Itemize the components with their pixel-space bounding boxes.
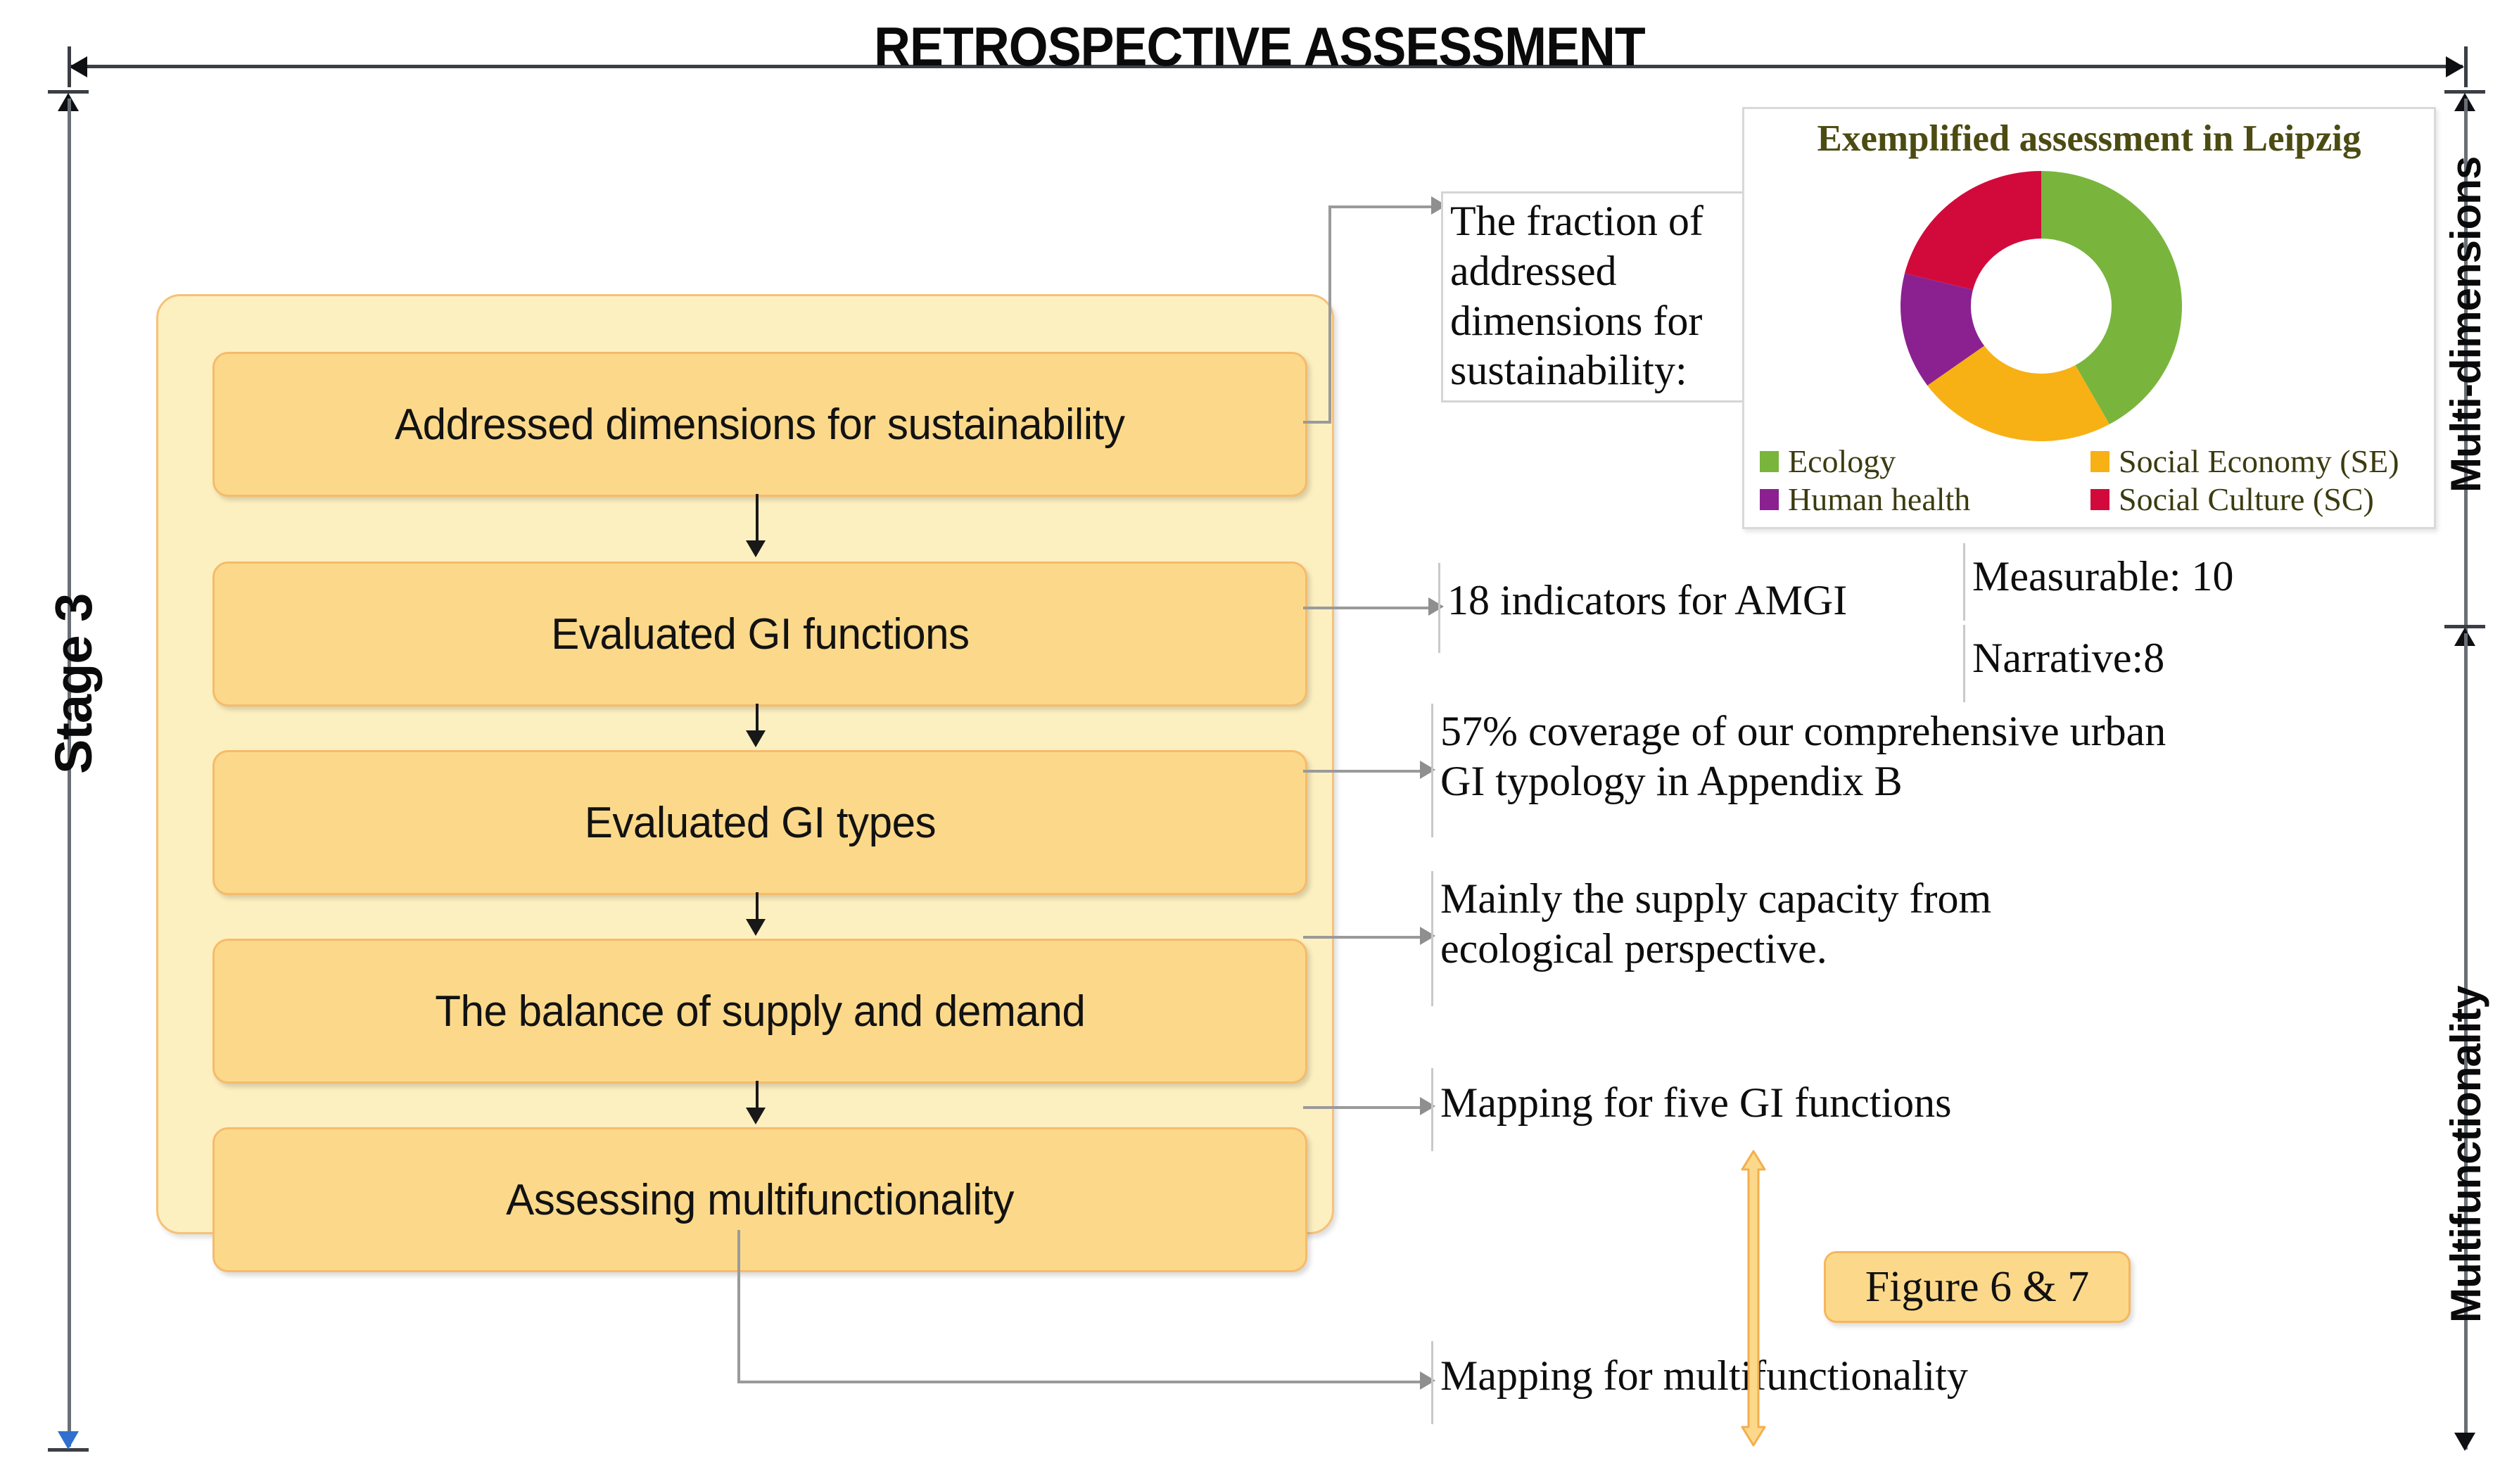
donut-slice-social-culture-sc <box>1904 171 2041 290</box>
leipzig-assessment-chart-panel: Exemplified assessment in Leipzig Ecolog… <box>1742 107 2436 529</box>
legend-item-ecology: Ecology <box>1760 445 2090 478</box>
note-indicators: 18 indicators for AMGI <box>1438 563 1931 653</box>
flow-step-5-label: Assessing multifunctionality <box>506 1175 1014 1224</box>
top-rule-right-tick <box>2464 46 2468 87</box>
donut-chart <box>1893 165 2189 447</box>
legend-label-social-culture: Social Culture (SC) <box>2119 481 2374 517</box>
callout-1-segment-c <box>1328 205 1433 208</box>
flow-connector-2-3 <box>756 704 759 735</box>
callout-2-line <box>1303 607 1430 609</box>
page-title: RETROSPECTIVE ASSESSMENT <box>874 15 1646 77</box>
donut-slice-ecology <box>2041 171 2182 424</box>
right-axis-lower-line <box>2464 633 2468 1450</box>
multifunctionality-span-arrow <box>1741 1150 1766 1447</box>
top-rule-left-arrowhead <box>69 56 87 77</box>
chart-title: Exemplified assessment in Leipzig <box>1817 118 2361 159</box>
flow-connector-4-5-arrowhead <box>746 1108 766 1124</box>
flow-connector-1-2-arrowhead <box>746 540 766 557</box>
flow-step-4[interactable]: The balance of supply and demand <box>212 939 1307 1084</box>
flow-connector-4-5 <box>756 1081 759 1112</box>
figure-reference-tag[interactable]: Figure 6 & 7 <box>1824 1251 2131 1323</box>
donut-slice-human-health <box>1901 273 1985 386</box>
legend-swatch-ecology <box>1760 451 1779 472</box>
flow-step-1[interactable]: Addressed dimensions for sustainability <box>212 352 1307 497</box>
legend-label-ecology: Ecology <box>1788 443 1896 479</box>
legend-row-2: Human health Social Culture (SC) <box>1760 483 2421 516</box>
right-axis-mid-cap <box>2444 625 2485 628</box>
note-coverage: 57% coverage of our comprehensive urban … <box>1431 704 2177 837</box>
top-rule-left-tick <box>68 46 71 87</box>
top-rule-right-arrowhead <box>2446 56 2464 77</box>
chart-legend: Ecology Social Economy (SE) Human health… <box>1760 445 2421 516</box>
right-axis-bottom-arrowhead <box>2454 1433 2475 1451</box>
flow-step-3-label: Evaluated GI types <box>584 798 936 847</box>
right-axis-top-cap <box>2444 90 2485 94</box>
callout-1-segment-b <box>1328 205 1331 422</box>
top-dimension-line <box>70 65 2463 68</box>
flow-connector-1-2 <box>756 494 759 545</box>
flow-step-2[interactable]: Evaluated GI functions <box>212 562 1307 706</box>
note-fraction: The fraction of addressed dimensions for… <box>1441 191 1751 402</box>
legend-swatch-social-economy <box>2090 451 2109 472</box>
side-label-multifunctionality: Multifunctionality <box>2442 986 2489 1323</box>
stage-label: Stage 3 <box>44 593 103 774</box>
flow-step-4-label: The balance of supply and demand <box>434 987 1085 1036</box>
legend-label-human-health: Human health <box>1788 481 1971 517</box>
stage-axis-line <box>68 99 71 1447</box>
flow-connector-3-4-arrowhead <box>746 919 766 936</box>
legend-row-1: Ecology Social Economy (SE) <box>1760 445 2421 478</box>
figure-reference-label: Figure 6 & 7 <box>1865 1262 2090 1311</box>
note-mapping-multi: Mapping for multifunctionality <box>1431 1341 2121 1424</box>
flow-step-3[interactable]: Evaluated GI types <box>212 750 1307 895</box>
callout-6-segment-b <box>737 1381 1421 1383</box>
callout-5-line <box>1303 1106 1421 1109</box>
donut-slice-social-economy-se <box>1927 345 2109 441</box>
callout-4-line <box>1303 936 1421 939</box>
side-label-multi-dimensions: Multi-dimensions <box>2442 156 2489 493</box>
note-mapping-five: Mapping for five GI functions <box>1431 1068 2064 1151</box>
legend-item-social-economy: Social Economy (SE) <box>2090 445 2421 478</box>
note-narrative: Narrative:8 <box>1963 625 2357 702</box>
stage-axis-bottom-arrowhead <box>58 1431 79 1450</box>
flow-connector-3-4 <box>756 892 759 923</box>
legend-item-human-health: Human health <box>1760 483 2090 516</box>
callout-1-segment-a <box>1303 421 1331 424</box>
right-axis-upper-line <box>2464 99 2468 767</box>
callout-6-segment-a <box>737 1230 740 1382</box>
flow-step-1-label: Addressed dimensions for sustainability <box>395 400 1125 449</box>
flow-step-2-label: Evaluated GI functions <box>550 609 970 659</box>
stage-axis-bottom-cap <box>48 1448 89 1452</box>
legend-item-social-culture: Social Culture (SC) <box>2090 483 2421 516</box>
callout-3-line <box>1303 770 1421 773</box>
note-supply: Mainly the supply capacity from ecologic… <box>1431 871 2079 1006</box>
legend-swatch-social-culture <box>2090 489 2109 510</box>
legend-swatch-human-health <box>1760 489 1779 510</box>
flow-connector-2-3-arrowhead <box>746 730 766 747</box>
legend-label-social-economy: Social Economy (SE) <box>2119 443 2399 479</box>
note-measurable: Measurable: 10 <box>1963 543 2357 621</box>
stage-axis-top-cap <box>48 90 89 94</box>
flow-step-5[interactable]: Assessing multifunctionality <box>212 1127 1307 1272</box>
